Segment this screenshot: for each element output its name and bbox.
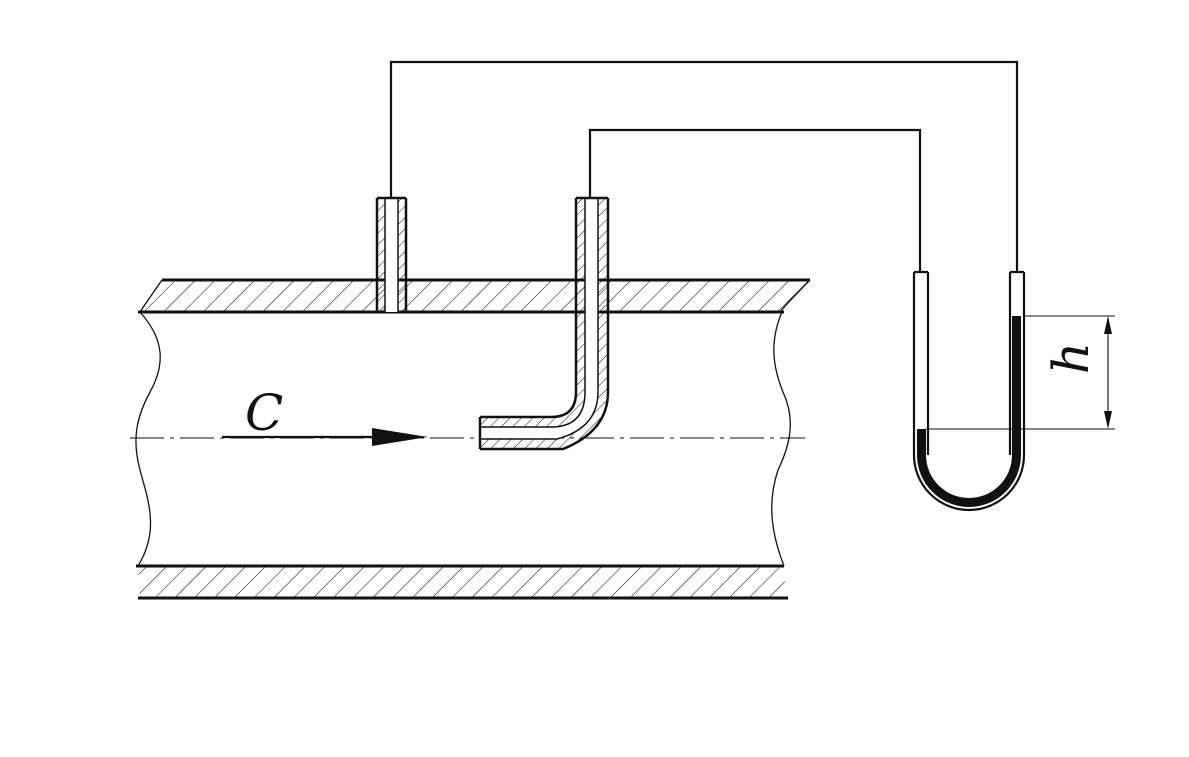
pitot-connection-line bbox=[588, 128, 922, 272]
static-pressure-tube bbox=[375, 196, 408, 312]
height-label: h bbox=[1042, 342, 1100, 374]
manometer-fluid bbox=[917, 316, 1021, 507]
static-connection-line bbox=[389, 60, 1019, 272]
pipe-break-left bbox=[135, 311, 161, 567]
flow-velocity-label: C bbox=[245, 384, 283, 442]
pipe-break-right bbox=[771, 311, 791, 567]
pipe-wall-top bbox=[138, 278, 811, 314]
pitot-tube bbox=[478, 196, 610, 451]
u-tube-manometer bbox=[912, 270, 1026, 512]
arrow-right-icon bbox=[222, 428, 428, 446]
pipe-wall-bottom bbox=[136, 564, 788, 600]
height-dimension bbox=[926, 315, 1115, 430]
